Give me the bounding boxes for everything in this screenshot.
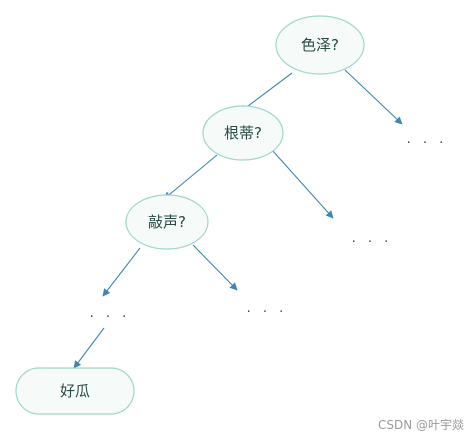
ellipsis-color-right: · · ·: [407, 136, 448, 151]
node-knock-label: 敲声?: [148, 213, 186, 231]
ellipsis-knock-right: · · ·: [247, 305, 288, 320]
edge-knock-to-ellipsis-right: [192, 244, 238, 291]
edge-root-to-knock: [163, 154, 218, 200]
node-good-shape: [15, 367, 135, 415]
node-root: 根蒂?: [202, 105, 284, 161]
node-root-shape: [202, 105, 284, 161]
watermark: CSDN @叶宇燚: [377, 418, 464, 432]
node-color: 色泽?: [275, 15, 365, 75]
node-color-label: 色泽?: [301, 36, 339, 54]
ellipsis-knock-left: · · ·: [90, 310, 131, 325]
edge-color-to-ellipsis: [344, 69, 403, 125]
edge-root-to-ellipsis: [271, 149, 334, 219]
node-knock-shape: [125, 194, 209, 250]
edge-color-to-root: [239, 72, 293, 113]
node-knock: 敲声?: [125, 194, 209, 250]
ellipsis-root-right: · · ·: [352, 235, 393, 250]
node-color-shape: [275, 15, 365, 75]
edges: [73, 69, 403, 369]
node-good-label: 好瓜: [60, 382, 90, 400]
node-good: 好瓜: [15, 367, 135, 415]
edge-ellipsis-to-good: [73, 327, 105, 369]
edge-knock-to-ellipsis-left: [102, 247, 141, 297]
node-root-label: 根蒂?: [224, 124, 262, 142]
